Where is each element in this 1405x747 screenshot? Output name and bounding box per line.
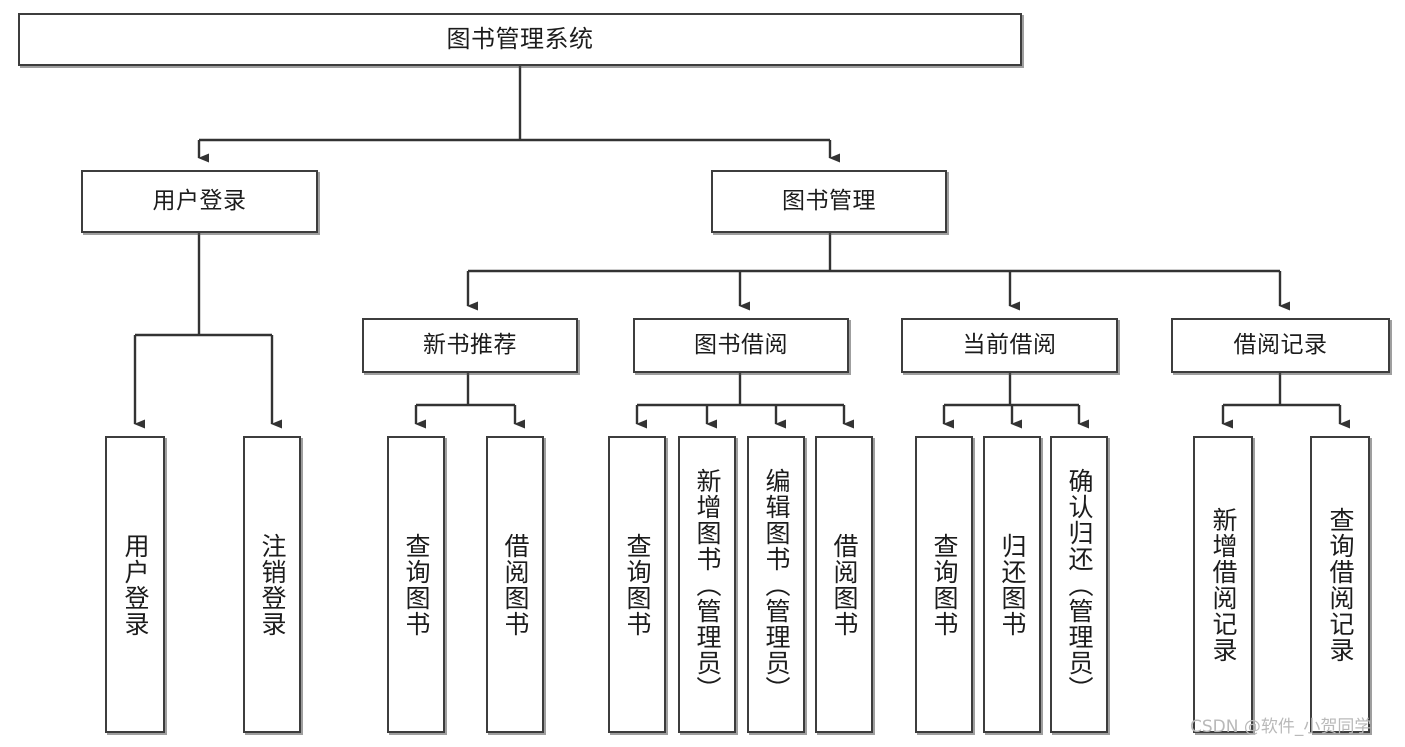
leaf-user-logout-label: 注销登录 <box>258 532 287 637</box>
leaf-add-borrow-record[interactable]: 新增借阅记录 <box>1193 436 1253 733</box>
csdn-watermark: CSDN @软件_小贺同学 <box>1190 717 1372 737</box>
leaf-query-book-current[interactable]: 查询图书 <box>915 436 973 733</box>
leaf-query-book-borrow-label: 查询图书 <box>623 532 652 637</box>
leaf-borrow-book[interactable]: 借阅图书 <box>815 436 873 733</box>
leaf-return-book-label: 归还图书 <box>998 532 1027 637</box>
node-new-book-recommend[interactable]: 新书推荐 <box>362 318 578 373</box>
leaf-user-login[interactable]: 用户登录 <box>105 436 165 733</box>
node-current-borrow-label: 当前借阅 <box>962 332 1057 359</box>
leaf-borrow-book-label: 借阅图书 <box>830 532 859 637</box>
leaf-borrow-book-recommend-label: 借阅图书 <box>501 532 530 637</box>
node-book-borrow-label: 图书借阅 <box>694 332 788 359</box>
leaf-edit-book-admin-label: 编辑图书（管理员） <box>762 467 791 702</box>
leaf-return-book[interactable]: 归还图书 <box>983 436 1041 733</box>
leaf-query-book-recommend-label: 查询图书 <box>402 532 431 637</box>
leaf-query-book-current-label: 查询图书 <box>930 532 959 637</box>
leaf-add-borrow-record-label: 新增借阅记录 <box>1209 506 1238 663</box>
node-borrow-record[interactable]: 借阅记录 <box>1171 318 1390 373</box>
leaf-query-borrow-record-label: 查询借阅记录 <box>1326 506 1355 663</box>
node-current-borrow[interactable]: 当前借阅 <box>901 318 1118 373</box>
leaf-user-login-label: 用户登录 <box>121 532 150 637</box>
node-book-borrow[interactable]: 图书借阅 <box>633 318 849 373</box>
leaf-user-logout[interactable]: 注销登录 <box>243 436 301 733</box>
leaf-edit-book-admin[interactable]: 编辑图书（管理员） <box>747 436 805 733</box>
node-new-book-recommend-label: 新书推荐 <box>423 332 517 359</box>
leaf-add-book-admin[interactable]: 新增图书（管理员） <box>678 436 736 733</box>
leaf-confirm-return-admin-label: 确认归还（管理员） <box>1065 467 1094 702</box>
node-user-login[interactable]: 用户登录 <box>81 170 318 233</box>
node-user-login-label: 用户登录 <box>152 188 247 215</box>
node-book-management-label: 图书管理 <box>782 188 876 215</box>
leaf-borrow-book-recommend[interactable]: 借阅图书 <box>486 436 544 733</box>
leaf-confirm-return-admin[interactable]: 确认归还（管理员） <box>1050 436 1108 733</box>
node-borrow-record-label: 借阅记录 <box>1233 332 1328 359</box>
leaf-query-borrow-record[interactable]: 查询借阅记录 <box>1310 436 1370 733</box>
node-root[interactable]: 图书管理系统 <box>18 13 1022 66</box>
leaf-add-book-admin-label: 新增图书（管理员） <box>693 467 722 702</box>
node-root-label: 图书管理系统 <box>446 24 594 53</box>
node-book-management[interactable]: 图书管理 <box>711 170 947 233</box>
leaf-query-book-borrow[interactable]: 查询图书 <box>608 436 666 733</box>
leaf-query-book-recommend[interactable]: 查询图书 <box>387 436 445 733</box>
